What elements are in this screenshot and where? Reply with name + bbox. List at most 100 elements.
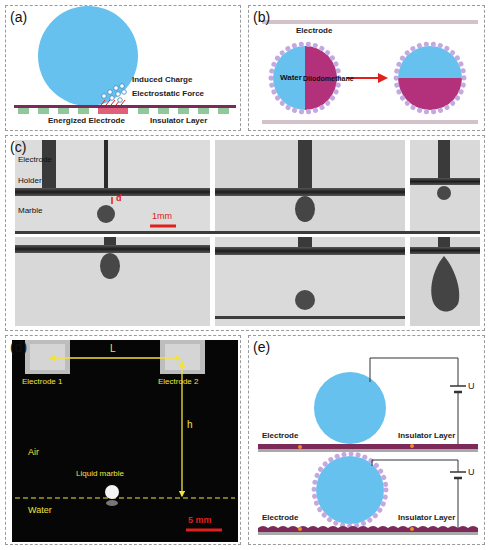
part-label: Electrode <box>262 514 298 522</box>
panel-frame: (a) <box>5 5 241 131</box>
electrode-rod <box>298 140 312 188</box>
energized-electrode <box>98 108 128 114</box>
photo-frame <box>15 140 210 234</box>
battery-plate <box>454 477 462 480</box>
panel-letter: (b) <box>253 9 270 25</box>
reflection <box>106 500 118 506</box>
dimension-label: d <box>116 194 122 203</box>
charge <box>114 86 119 91</box>
charge <box>120 84 125 89</box>
phase-label: Diiodomethane <box>303 75 354 82</box>
panel-frame: (b) <box>248 5 485 131</box>
part-label: Energized Electrode <box>48 117 125 125</box>
holder-bar <box>410 178 480 185</box>
electrode-segment <box>138 108 149 114</box>
part-label: Electrode <box>18 156 52 164</box>
electrode-rod <box>298 237 312 247</box>
insulator-line <box>14 105 236 108</box>
part-label: Electrode 1 <box>22 378 62 386</box>
electrode-segment <box>18 108 29 114</box>
holder-bar <box>15 245 210 253</box>
scale-label: 1mm <box>152 212 172 221</box>
charge <box>116 92 121 97</box>
insulator-layer <box>258 444 478 449</box>
part-label: Liquid marble <box>76 470 124 478</box>
panel-e-art <box>258 358 478 535</box>
electrode-segment <box>178 108 189 114</box>
dimension-label: L <box>110 344 116 354</box>
particle-shell <box>314 454 386 526</box>
electrode-segment <box>78 108 89 114</box>
panel-b-art <box>262 20 478 124</box>
holder-bar <box>410 247 480 254</box>
water-surface <box>15 497 235 498</box>
voltage-label: U <box>468 468 475 477</box>
photo-frame <box>410 140 480 234</box>
stretched-marble <box>431 256 459 312</box>
bottom-electrode <box>262 120 478 124</box>
electrode-layer <box>258 449 478 452</box>
holder-bar <box>215 247 405 255</box>
spacing-arrow <box>50 357 180 358</box>
electrode-rod <box>42 140 56 188</box>
pointer-dot <box>298 527 302 531</box>
circuit-wire <box>372 460 458 528</box>
scale-label: 5 mm <box>188 516 212 525</box>
liquid-marble <box>105 485 119 499</box>
battery-plate <box>454 391 462 394</box>
electrode-rod <box>104 237 116 245</box>
particle-shell <box>396 44 464 112</box>
water-droplet <box>314 372 386 444</box>
part-label: Insulator Layer <box>398 514 455 522</box>
charge <box>122 90 127 95</box>
rough-insulator-layer <box>258 526 478 532</box>
panel-letter: (a) <box>10 9 27 25</box>
holder-bar <box>215 188 405 196</box>
region-label: Water <box>28 506 52 515</box>
top-electrode <box>262 20 478 24</box>
hatch-line <box>111 100 115 105</box>
photo-background <box>12 340 238 542</box>
panel-letter: (c) <box>10 139 26 155</box>
phase-label: Water <box>280 74 302 82</box>
part-label: Electrode <box>296 27 332 35</box>
callout-label: Electrostatic Force <box>132 90 204 98</box>
scale-bar <box>150 225 176 228</box>
charge <box>108 90 113 95</box>
callout-label: Induced Charge <box>132 76 192 84</box>
marble <box>437 186 451 200</box>
part-label: Insulator Layer <box>398 432 455 440</box>
electrode-segment <box>198 108 209 114</box>
region-label: Air <box>28 448 39 457</box>
scale-bar <box>186 529 222 532</box>
charge <box>102 94 107 99</box>
part-label: Electrode 2 <box>158 378 198 386</box>
ground-line <box>15 231 480 234</box>
marble <box>97 205 115 223</box>
hatch-line <box>101 100 105 105</box>
electrode-wire <box>104 140 108 188</box>
battery-plate <box>450 385 466 387</box>
pointer-dot <box>410 444 414 448</box>
charge <box>118 98 123 103</box>
electrode-block <box>25 340 70 374</box>
marble <box>295 196 315 222</box>
water-droplet <box>38 6 138 106</box>
panel-a-art <box>14 6 236 114</box>
circuit-wire <box>370 358 458 444</box>
panel-letter: (d) <box>10 339 27 355</box>
electrode-segment <box>158 108 169 114</box>
photo-frame <box>410 237 480 326</box>
photo-frame <box>15 237 210 326</box>
panel-letter: (e) <box>253 339 270 355</box>
part-label: Electrode <box>262 432 298 440</box>
panel-frame: (c) <box>5 135 485 331</box>
marble <box>295 290 315 310</box>
pointer-dot <box>298 445 302 449</box>
panel-c-art <box>15 140 480 326</box>
part-label: Insulator Layer <box>150 117 207 125</box>
photo-frame <box>215 140 405 234</box>
